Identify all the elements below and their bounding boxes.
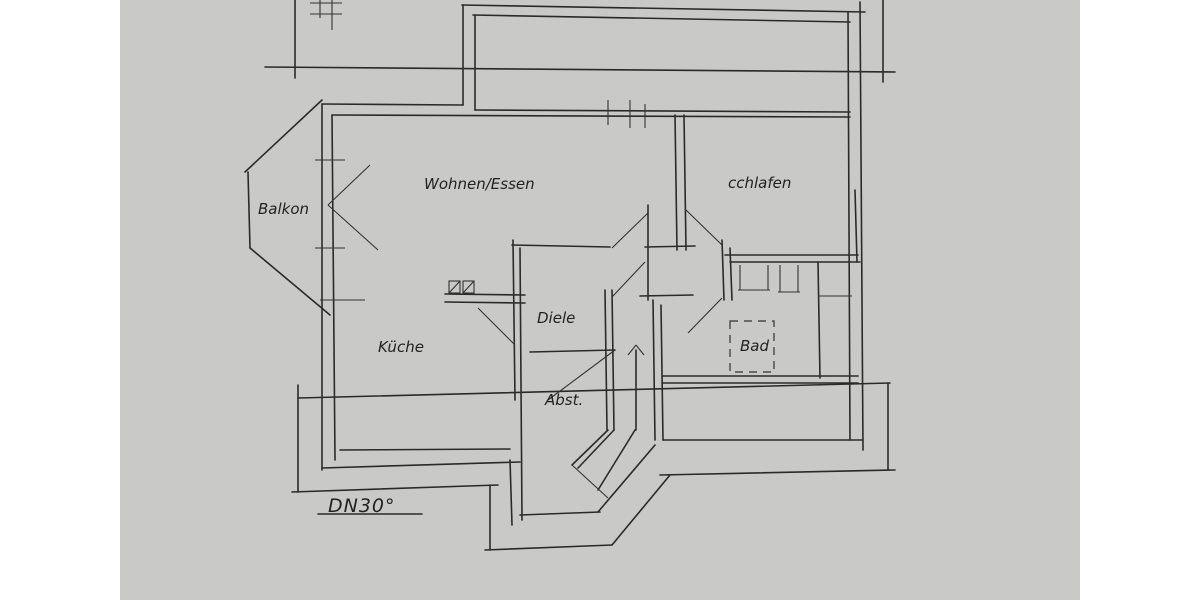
bathtub-outline	[729, 320, 775, 373]
label-diele: Diele	[537, 309, 575, 327]
top-left-outline	[264, 0, 896, 79]
label-roof-pitch: DN30°	[328, 495, 396, 517]
chimney-symbol	[448, 280, 475, 294]
top-right-outline	[461, 0, 884, 451]
label-schlafen: cchlafen	[728, 174, 791, 192]
balcony-outline	[244, 99, 379, 316]
label-bad: Bad	[740, 337, 769, 355]
paper-sheet	[120, 0, 1080, 600]
label-wohnen-essen: Wohnen/Essen	[424, 175, 535, 193]
label-abstellraum: Abst.	[544, 391, 583, 409]
label-balkon: Balkon	[258, 200, 309, 218]
outer-walls	[291, 100, 896, 551]
interior-walls	[444, 114, 861, 526]
label-kueche: Küche	[378, 338, 424, 356]
